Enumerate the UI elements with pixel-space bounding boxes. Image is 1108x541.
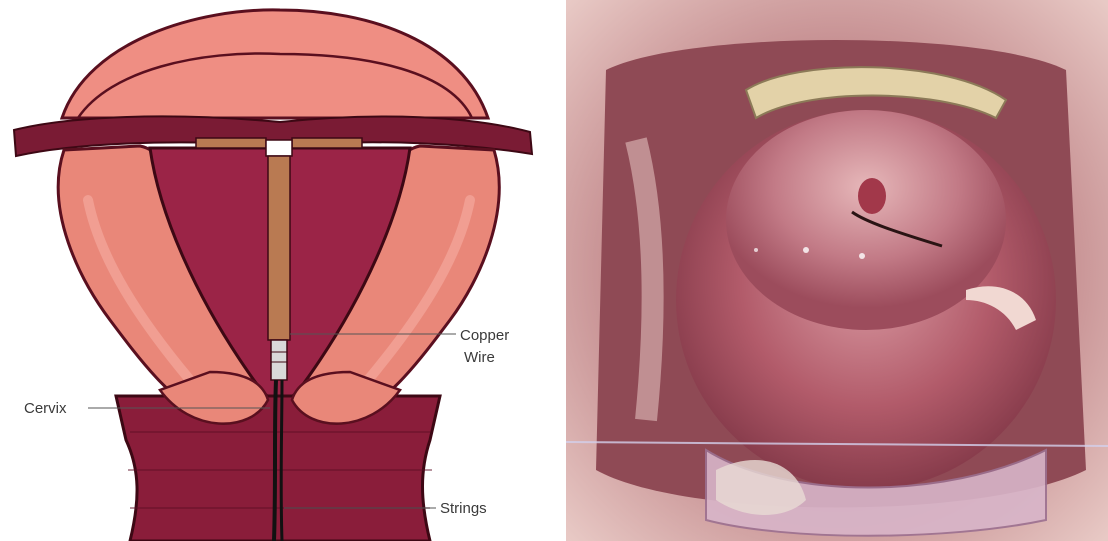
cervix-photo-panel xyxy=(566,0,1108,541)
iud-tip xyxy=(271,340,287,380)
copper-wire-label-line2: Wire xyxy=(464,349,495,366)
cervix-vagina xyxy=(116,396,440,541)
cervix-photo xyxy=(566,0,1108,541)
strings-label: Strings xyxy=(440,500,487,517)
cervical-os xyxy=(858,178,886,214)
copper-wire-label-line1: Copper xyxy=(460,327,509,344)
iud-diagram: Copper Wire Cervix Strings xyxy=(0,0,564,541)
iud-copper-stem xyxy=(268,156,290,340)
glare-dot-1 xyxy=(803,247,809,253)
iud-string-1 xyxy=(274,380,276,541)
glare-dot-2 xyxy=(859,253,865,259)
iud-arm-right xyxy=(292,138,362,148)
glare-dot-3 xyxy=(754,248,758,252)
iud-arm-left xyxy=(196,138,266,148)
iud-diagram-panel: Copper Wire Cervix Strings xyxy=(0,0,564,541)
iud-string-2 xyxy=(281,380,282,541)
iud-top xyxy=(266,140,292,156)
cervix-label: Cervix xyxy=(24,400,67,417)
